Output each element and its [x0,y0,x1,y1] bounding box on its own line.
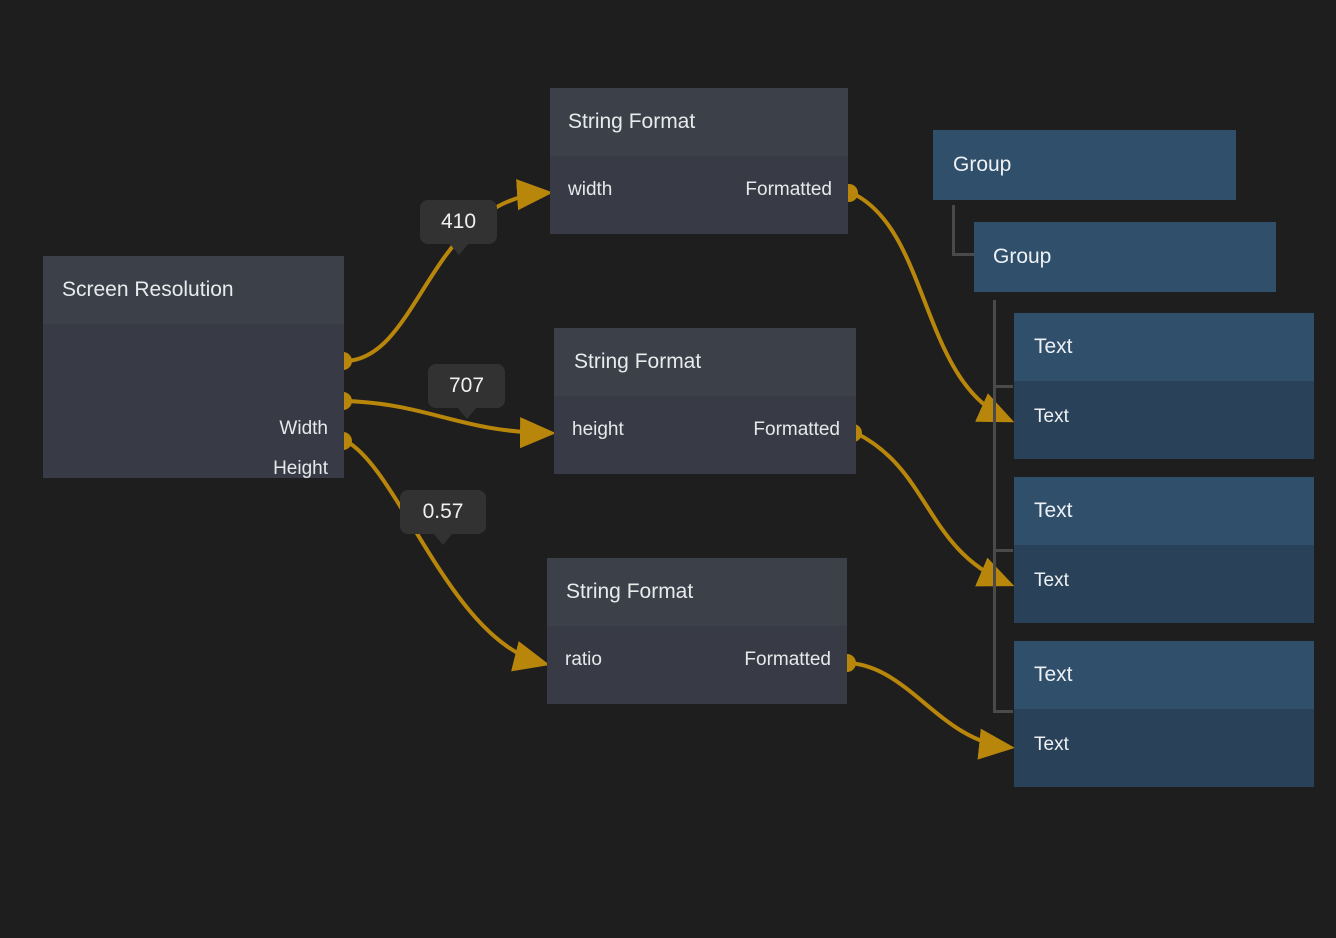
port-label-output-formatted: Formatted [753,419,840,440]
node-header: Text [1014,477,1314,545]
value-badge-text: 0.57 [422,500,464,523]
node-body: Text [1014,545,1314,623]
node-string-format-height[interactable]: String Format height Formatted [554,328,856,474]
tree-line-vertical-inner [993,300,996,713]
node-string-format-width[interactable]: String Format width Formatted [550,88,848,234]
node-header: String Format [554,328,856,396]
node-title: String Format [566,580,694,603]
node-header: String Format [550,88,848,156]
node-header: Screen Resolution [43,256,344,324]
port-label-height: Height [273,458,328,478]
port-label-text-input: Text [1034,406,1069,427]
node-title: Text [1034,663,1073,686]
node-text-1[interactable]: Text Text [1014,313,1314,459]
node-header: String Format [547,558,847,626]
node-text-2[interactable]: Text Text [1014,477,1314,623]
node-group-outer[interactable]: Group [933,130,1236,200]
tree-branch-text2 [993,549,1013,552]
port-label-output-formatted: Formatted [744,649,831,670]
node-body: height Formatted [554,396,856,474]
port-label-input-height: height [572,419,624,440]
node-text-3[interactable]: Text Text [1014,641,1314,787]
port-row-format-ratio[interactable]: ratio Formatted [547,649,847,671]
node-title: Group [953,153,1012,176]
node-header: Text [1014,641,1314,709]
port-row-width[interactable]: Width [43,418,344,440]
tree-branch-text3 [993,710,1013,713]
port-label-input-width: width [568,179,613,200]
value-badge-text: 410 [440,210,477,233]
node-body: Width Height Aspect Ratio [43,324,344,478]
node-title: String Format [568,110,696,133]
tree-line-vertical-outer [952,205,955,256]
node-header: Text [1014,313,1314,381]
node-body: Text [1014,381,1314,459]
badge-tail-icon [433,533,453,545]
badge-tail-icon [456,407,477,419]
node-screen-resolution[interactable]: Screen Resolution Width Height Aspect Ra… [43,256,344,478]
value-badge-text: 707 [448,374,485,397]
badge-tail-icon [448,243,469,255]
node-string-format-ratio[interactable]: String Format ratio Formatted [547,558,847,704]
port-row-format-height[interactable]: height Formatted [554,419,856,441]
tree-branch-text1 [993,385,1013,388]
port-row-format-width[interactable]: width Formatted [550,179,848,201]
value-badge-height: 707 [428,364,505,419]
value-badge-aspect-ratio: 0.57 [400,490,486,545]
port-label-output-formatted: Formatted [745,179,832,200]
node-group-inner[interactable]: Group [974,222,1276,292]
node-title: Text [1034,499,1073,522]
node-body: Text [1014,709,1314,787]
tree-line-horizontal-outer [952,253,974,256]
node-title: Screen Resolution [62,278,234,301]
node-title: String Format [574,350,702,373]
node-body: ratio Formatted [547,626,847,704]
edge-ratio-to-format [345,439,550,672]
port-label-input-ratio: ratio [565,649,602,670]
node-title: Group [993,245,1052,268]
node-title: Text [1034,335,1073,358]
edge-format-ratio-to-text3 [849,661,1015,760]
port-row-height[interactable]: Height [43,458,344,478]
node-body: width Formatted [550,156,848,234]
edge-format-height-to-text2 [855,431,1015,587]
port-label-text-input: Text [1034,734,1069,755]
port-label-text-input: Text [1034,570,1069,591]
value-badge-width: 410 [420,200,497,255]
port-label-width: Width [279,418,328,439]
